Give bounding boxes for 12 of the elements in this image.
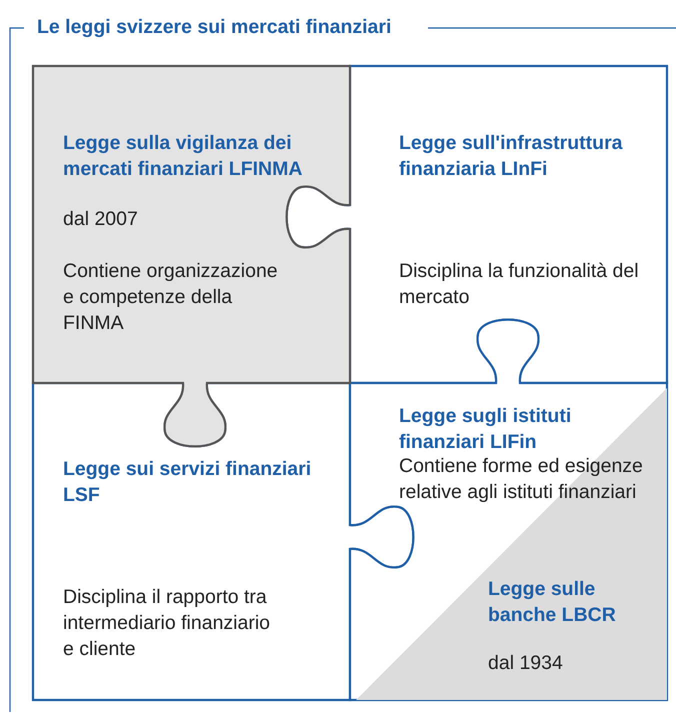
- law-heading: Legge sui servizi finanziari LSF: [63, 457, 312, 508]
- law-description: Disciplina la funzionalità del mercato: [399, 259, 640, 310]
- law-description: dal 1934: [488, 651, 564, 676]
- law-heading: Legge sulle banche LBCR: [488, 577, 617, 628]
- law-heading: Legge sulla vigilanza dei mercati finanziari LFINMA: [63, 131, 304, 182]
- law-heading: Legge sugli istituti finanziari LIFin: [399, 404, 572, 455]
- title: Le leggi svizzere sui mercati finanziari: [37, 15, 392, 40]
- law-description: Disciplina il rapporto tra intermediario finanziario e cliente: [63, 585, 272, 662]
- law-description: dal 2007: [63, 207, 139, 232]
- law-heading: Legge sull'infrastruttura finanziaria LInFi: [399, 131, 624, 182]
- law-description: Contiene organizzazione e competenze della FINMA: [63, 259, 279, 336]
- law-description: Contiene forme ed esigenze relative agli istituti finanziari: [399, 454, 644, 505]
